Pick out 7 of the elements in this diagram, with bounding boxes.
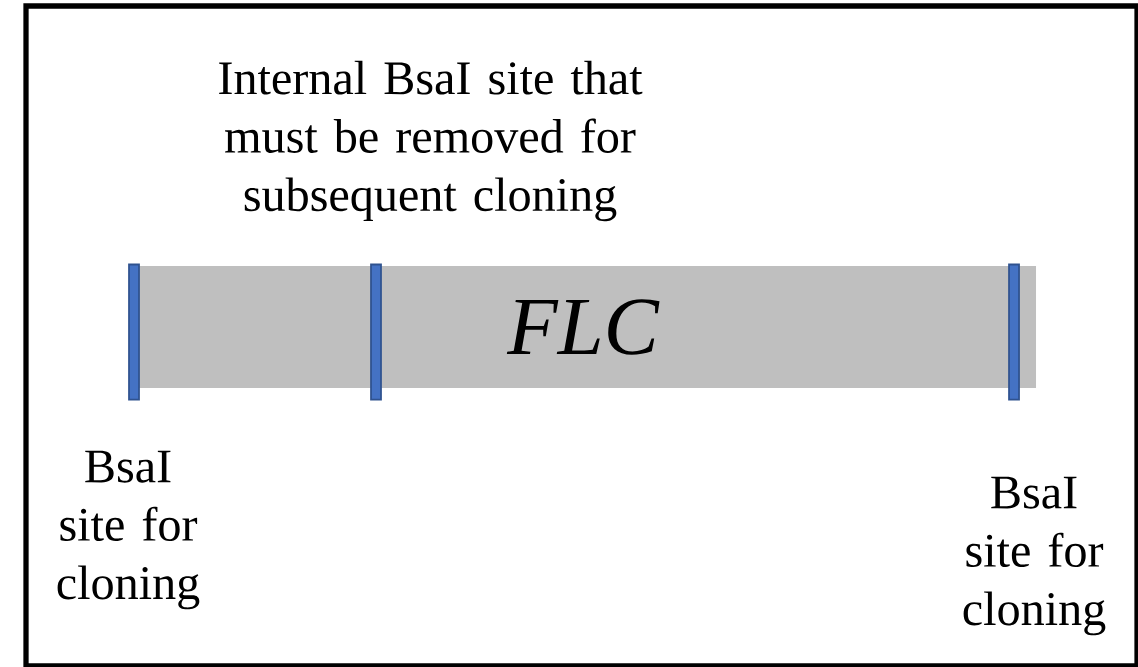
site-label: Internal BsaI site that must be removed for subsequent cloning (219, 60, 643, 222)
site-marker (128, 263, 140, 401)
site-marker (370, 263, 382, 401)
site-marker (1008, 263, 1020, 401)
site-label: BsaI site for cloning (963, 476, 1106, 636)
gene-bar: FLC (130, 266, 1036, 388)
site-label: BsaI site for cloning (57, 450, 200, 610)
